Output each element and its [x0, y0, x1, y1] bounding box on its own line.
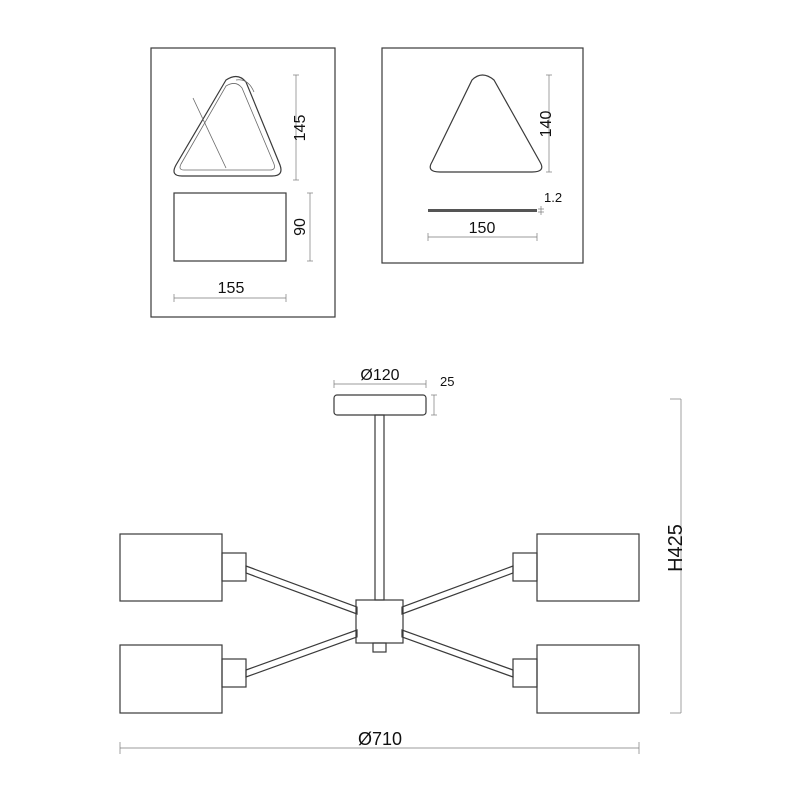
plate-edge-view [428, 209, 537, 212]
dim-label-canopy-height: 25 [440, 374, 454, 389]
ceiling-canopy [333, 394, 427, 416]
shade-lower-left [119, 644, 223, 714]
dim-height-145: 145 [292, 74, 309, 181]
dim-label-canopy-diameter: Ø120 [360, 367, 399, 384]
shade-upper-right [536, 533, 640, 602]
shade-lower-right [536, 644, 640, 714]
down-rod [374, 414, 385, 601]
triangle-plate [429, 74, 543, 173]
dim-width-150: 150 [427, 220, 538, 241]
sockets [221, 552, 538, 688]
arm-lower-right [401, 629, 514, 678]
detail-panel-right: 140 1.2 150 [381, 47, 584, 264]
socket-lower-right [512, 658, 538, 688]
socket-upper-right [512, 552, 538, 582]
detail-left-frame [150, 47, 336, 318]
dim-overall-height: H425 [665, 398, 687, 714]
arm-upper-right [401, 565, 514, 615]
dim-depth-90: 90 [292, 192, 313, 262]
triangle-hook [235, 79, 255, 93]
dim-label-overall-diameter: Ø710 [358, 729, 402, 749]
shades [119, 533, 640, 714]
arm-lower-left [245, 629, 358, 678]
dim-label-140: 140 [538, 111, 555, 138]
dim-label-145: 145 [292, 115, 309, 142]
dim-label-90: 90 [292, 218, 309, 236]
socket-upper-left [221, 552, 247, 582]
dim-overall-diameter: Ø710 [119, 729, 640, 754]
triangle-shade-outer [173, 75, 282, 177]
dim-label-1-2: 1.2 [544, 190, 562, 205]
socket-lower-left [221, 658, 247, 688]
dim-canopy-diameter: Ø120 [333, 367, 427, 388]
dim-height-140: 140 [538, 74, 555, 173]
dim-width-155: 155 [173, 280, 287, 302]
detail-right-frame [381, 47, 584, 264]
dim-label-150: 150 [469, 220, 496, 237]
detail-panel-left: 145 90 155 [150, 47, 336, 318]
chandelier-elevation: Ø120 25 [119, 367, 687, 754]
arms [245, 565, 514, 678]
dim-thickness-1-2: 1.2 [538, 190, 562, 215]
arm-upper-left [245, 565, 358, 615]
dim-canopy-height: 25 [431, 374, 454, 416]
shade-upper-left [119, 533, 223, 602]
triangle-shade-inner [179, 83, 275, 171]
dim-label-155: 155 [218, 280, 245, 297]
dim-label-overall-height: H425 [665, 524, 687, 572]
central-hub [355, 599, 404, 644]
hub-finial [372, 642, 387, 653]
triangle-diagonal [192, 97, 227, 169]
shade-side-rect [173, 192, 287, 262]
